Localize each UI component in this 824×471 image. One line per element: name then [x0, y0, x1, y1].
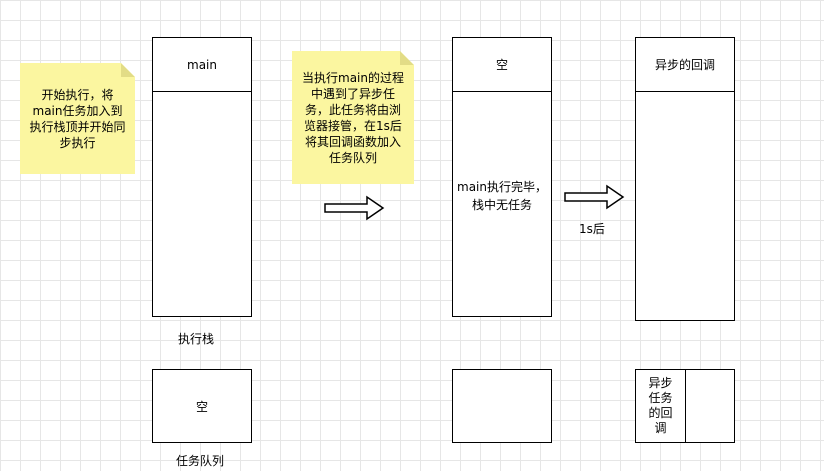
after-1s-label: 1s后	[579, 222, 605, 236]
task-queue-box-2	[452, 369, 552, 443]
stack-callback-label: 异步的回调	[654, 58, 715, 72]
stack-empty-label: 空	[495, 58, 508, 72]
task-queue-empty-label: 空	[195, 399, 208, 414]
stack-main-row: main	[153, 38, 251, 92]
note-start-text: 开始执行，将main任务加入到执行栈顶并开始同步执行	[29, 87, 126, 150]
stack-done-text: main执行完毕，栈中无任务	[457, 178, 547, 214]
right-arrow-icon	[564, 184, 625, 210]
stack-callback-row: 异步的回调	[636, 38, 734, 92]
stack-main-label: main	[187, 57, 217, 72]
note-start: 开始执行，将main任务加入到执行栈顶并开始同步执行	[20, 63, 135, 174]
exec-stack-box-3: 异步的回调	[635, 37, 735, 321]
task-queue-label: 任务队列	[176, 454, 225, 468]
stack-done-label: main执行完毕，栈中无任务	[457, 180, 547, 212]
exec-stack-label: 执行栈	[178, 332, 215, 346]
task-queue-box-3: 异步任务的回调	[635, 369, 735, 443]
right-arrow-icon	[324, 195, 385, 221]
stack-empty-row: 空	[453, 38, 551, 92]
note-fold	[400, 51, 414, 65]
exec-stack-box-2: 空 main执行完毕，栈中无任务	[452, 37, 552, 317]
task-queue-box: 空	[152, 369, 252, 443]
queue-callback-label: 异步任务的回调	[648, 376, 673, 435]
note-fold	[121, 63, 135, 77]
note-encounter: 当执行main的过程中遇到了异步任务，此任务将由浏览器接管，在1s后将其回调函数…	[292, 51, 414, 184]
queue-callback-cell: 异步任务的回调	[636, 370, 686, 442]
note-encounter-text: 当执行main的过程中遇到了异步任务，此任务将由浏览器接管，在1s后将其回调函数…	[302, 70, 404, 165]
exec-stack-box: main	[152, 37, 252, 317]
